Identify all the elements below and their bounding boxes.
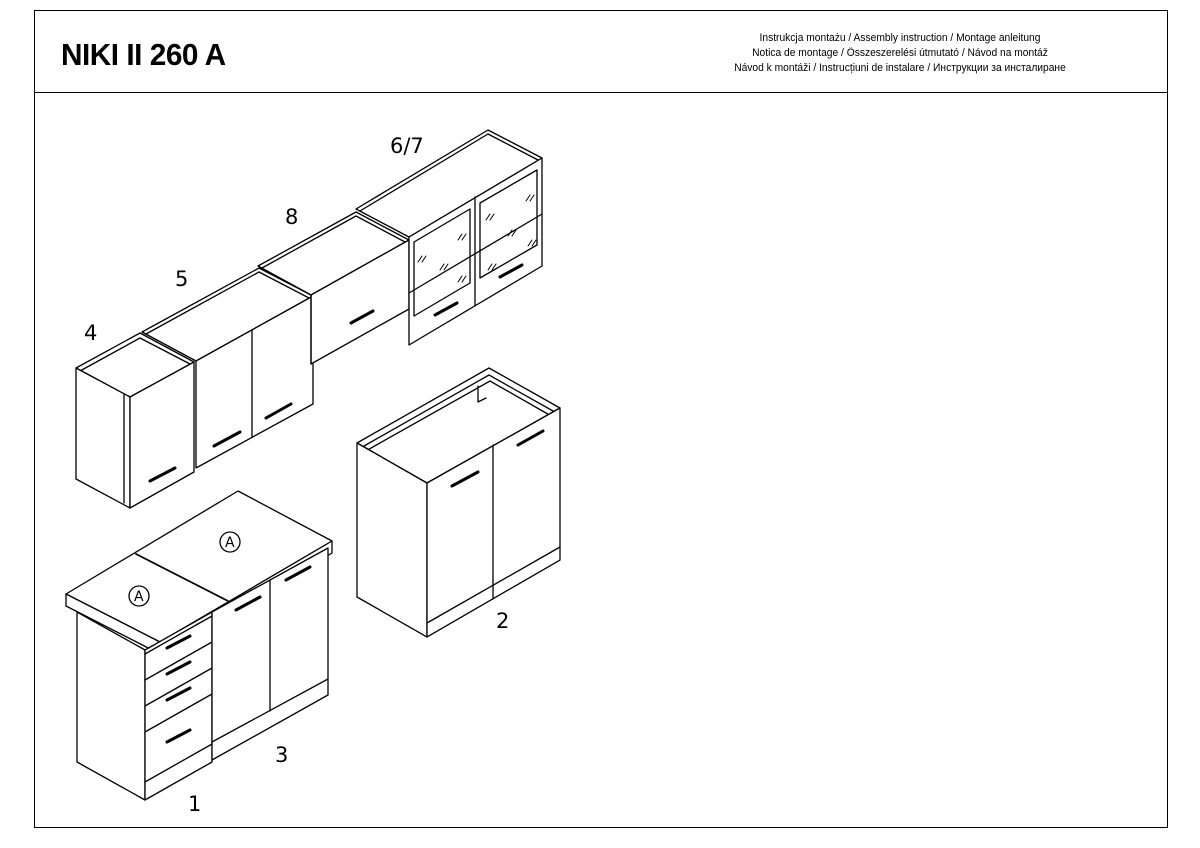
- label-cabinet-8: 8: [285, 205, 298, 229]
- instruction-sheet: NIKI II 260 A Instrukcja montażu / Assem…: [34, 10, 1168, 828]
- label-cabinet-2: 2: [496, 609, 509, 633]
- label-cabinet-3: 3: [275, 743, 288, 767]
- label-cabinet-6-7: 6/7: [390, 134, 424, 158]
- header-bar: NIKI II 260 A Instrukcja montażu / Assem…: [35, 11, 1167, 93]
- label-cabinet-1: 1: [188, 792, 201, 816]
- label-cabinet-5: 5: [175, 267, 188, 291]
- instruction-languages: Instrukcja montażu / Assembly instructio…: [635, 31, 1165, 76]
- wall-cabinet-4: [75, 332, 195, 509]
- worktop-marker-a-2: [128, 585, 150, 607]
- base-cabinet-3: [211, 547, 329, 761]
- base-cabinet-1: [76, 611, 213, 801]
- wall-cabinet-5: [141, 267, 314, 469]
- worktop-marker-a-1: [219, 531, 241, 553]
- model-title: NIKI II 260 A: [61, 37, 226, 72]
- wall-cabinet-6-7: [355, 129, 543, 346]
- instruction-line-1: Instrukcja montażu / Assembly instructio…: [759, 32, 1041, 44]
- part-labels: 1 2 3 4 5 8 6/7 A A: [84, 134, 509, 816]
- instruction-line-3: Návod k montáži / Instrucțiuni de instal…: [734, 62, 1066, 74]
- label-worktop-a-1: A: [225, 535, 235, 551]
- label-cabinet-4: 4: [84, 321, 97, 345]
- base-cabinet-2: [356, 367, 561, 638]
- instruction-line-2: Notica de montage / Összeszerelési útmut…: [752, 47, 1048, 59]
- wall-cabinet-group: [75, 129, 543, 509]
- label-worktop-a-2: A: [134, 589, 144, 605]
